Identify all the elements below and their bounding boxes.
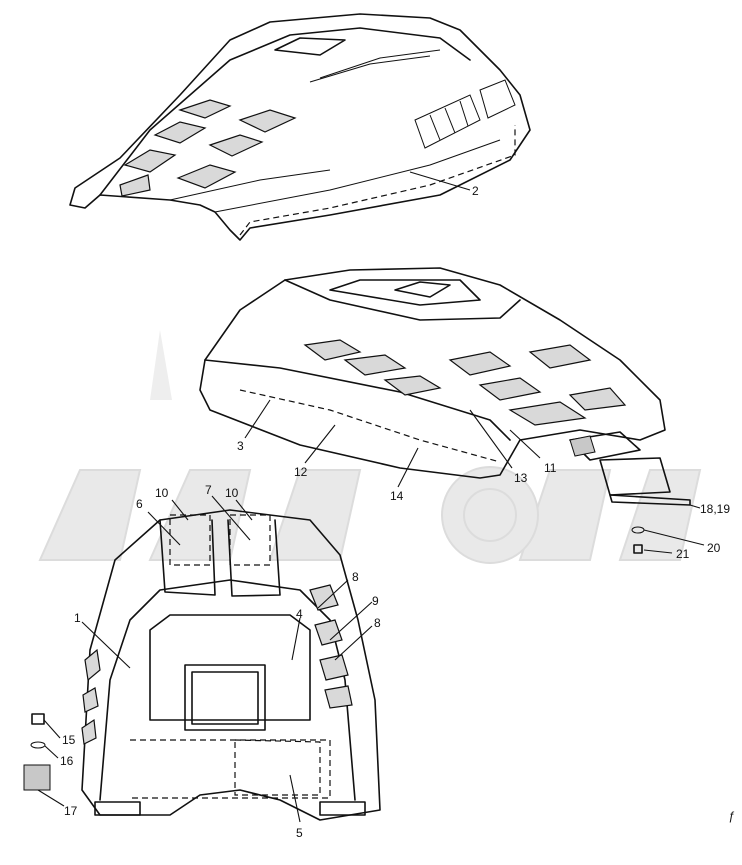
- callout-11: 11: [544, 461, 557, 475]
- callout-1: 1: [74, 611, 81, 625]
- callout-10-right: 10: [225, 486, 239, 500]
- callout-14: 14: [390, 489, 404, 503]
- callout-12: 12: [294, 465, 308, 479]
- watermark-icon: [38, 330, 702, 564]
- callout-13: 13: [514, 471, 528, 485]
- callout-10-left: 10: [155, 486, 169, 500]
- hood-under-view: [199, 267, 691, 506]
- callout-9: 9: [372, 594, 379, 608]
- callout-20: 20: [707, 541, 721, 555]
- callout-17: 17: [64, 804, 78, 818]
- callout-3: 3: [237, 439, 244, 453]
- callout-7: 7: [205, 483, 212, 497]
- hood-front-view: [81, 509, 381, 821]
- hood-top-view: [69, 13, 531, 241]
- callout-leaders-middle: [244, 399, 541, 488]
- callout-6: 6: [136, 497, 143, 511]
- callout-8-lower: 8: [374, 616, 381, 630]
- callout-15: 15: [62, 733, 76, 747]
- callout-leader-2: [409, 171, 471, 191]
- callout-16: 16: [60, 754, 74, 768]
- callout-21: 21: [676, 547, 690, 561]
- fastener-stack-left: [23, 713, 65, 807]
- fastener-stack-right: [631, 504, 705, 554]
- callout-5: 5: [296, 826, 303, 840]
- callout-18-19: 18,19: [700, 502, 730, 516]
- callout-2: 2: [472, 184, 479, 198]
- callout-4: 4: [296, 607, 303, 621]
- callout-8-upper: 8: [352, 570, 359, 584]
- callout-leaders-bottom: [81, 495, 373, 823]
- f-mark-icon: ƒ: [728, 809, 735, 823]
